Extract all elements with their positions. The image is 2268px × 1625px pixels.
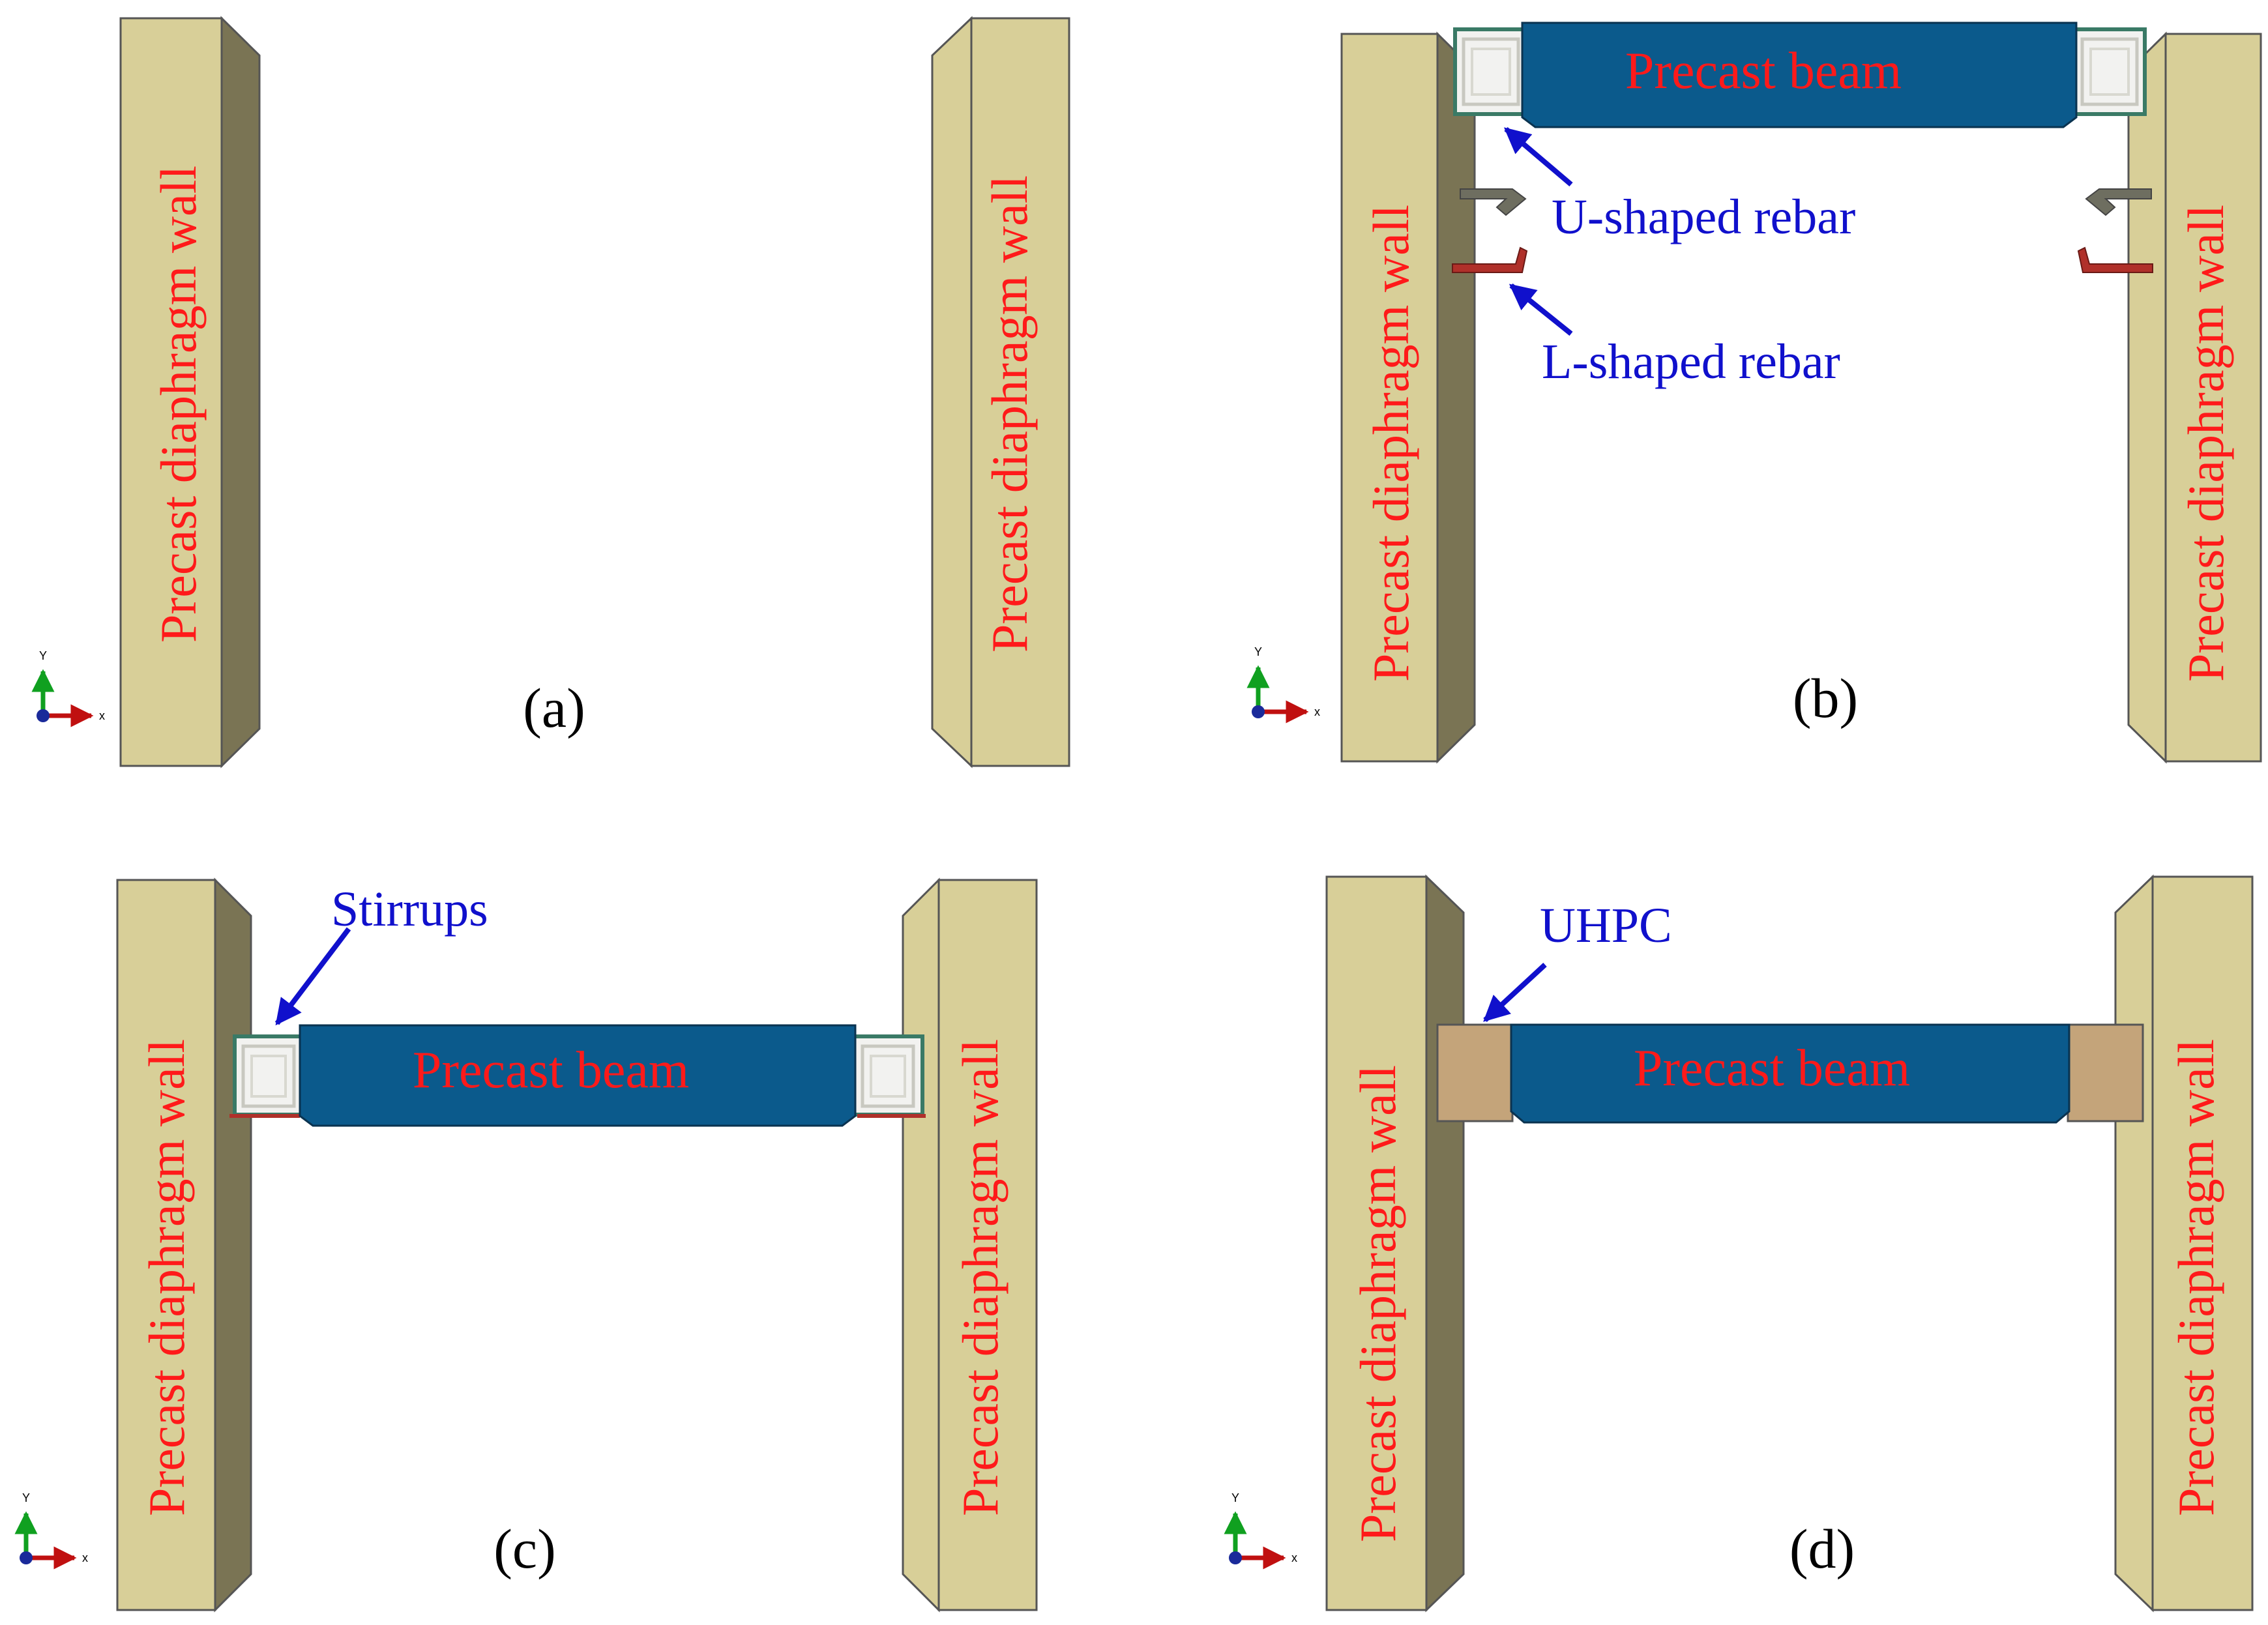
callout-stirrups-text: Stirrups xyxy=(331,882,488,937)
uhpc-joint-left xyxy=(1436,1023,1514,1122)
beam-label: Precast beam xyxy=(1625,42,1902,100)
axis-x-label: x xyxy=(1291,1551,1297,1564)
wall-label: Precast diaphragm wall xyxy=(138,1039,195,1516)
callout-stirrups: Stirrups xyxy=(274,882,488,1026)
diaphragm-wall-left: Precast diaphragm wall xyxy=(116,877,252,1613)
panel-c: Precast diaphragm wall Precast diaphragm… xyxy=(14,877,1038,1613)
callout-u-rebar-text: U-shaped rebar xyxy=(1552,190,1855,244)
stirrup-cage-left xyxy=(1453,27,1529,116)
callout-uhpc-text: UHPC xyxy=(1540,898,1672,953)
axis-triad: Y x xyxy=(1224,1491,1297,1570)
diaphragm-wall-left: Precast diaphragm wall xyxy=(1325,874,1465,1613)
wall-label: Precast diaphragm wall xyxy=(952,1039,1009,1516)
panel-a: Precast diaphragm wall Precast diaphragm… xyxy=(31,16,1070,769)
wall-label: Precast diaphragm wall xyxy=(981,175,1038,652)
l-shaped-rebar-left xyxy=(1452,246,1528,273)
beam-label: Precast beam xyxy=(413,1042,689,1099)
wall-label: Precast diaphragm wall xyxy=(2177,205,2234,682)
wall-label: Precast diaphragm wall xyxy=(150,166,207,643)
axis-y-label: Y xyxy=(39,649,47,662)
panel-b: Precast diaphragm wall Precast diaphragm… xyxy=(1246,22,2262,764)
wall-label: Precast diaphragm wall xyxy=(2168,1039,2224,1516)
axis-y-label: Y xyxy=(1254,645,1262,658)
wall-label: Precast diaphragm wall xyxy=(1349,1065,1406,1542)
axis-y-label: Y xyxy=(1231,1491,1239,1504)
panel-d: Precast diaphragm wall Precast diaphragm… xyxy=(1224,874,2254,1613)
beam-label: Precast beam xyxy=(1634,1040,1910,1097)
diaphragm-wall-right: Precast diaphragm wall xyxy=(2127,31,2262,764)
u-shaped-rebar-right xyxy=(2085,188,2152,216)
precast-beam: Precast beam xyxy=(299,1024,857,1127)
stirrup-cage-right xyxy=(2071,27,2147,116)
callout-uhpc: UHPC xyxy=(1483,898,1672,1022)
callout-l-rebar: L-shaped rebar xyxy=(1509,283,1840,389)
precast-beam: Precast beam xyxy=(1521,22,2078,128)
axis-x-label: x xyxy=(99,709,105,722)
panel-label: (c) xyxy=(493,1517,555,1580)
axis-triad: Y x xyxy=(14,1491,88,1570)
axis-x-label: x xyxy=(1314,705,1320,718)
precast-beam: Precast beam xyxy=(1510,1023,2070,1124)
diaphragm-wall-right: Precast diaphragm wall xyxy=(931,16,1070,769)
axis-triad: Y x xyxy=(1246,645,1320,724)
panel-label: (d) xyxy=(1789,1517,1855,1580)
stirrup-cage-left xyxy=(229,1034,305,1118)
panel-label: (a) xyxy=(523,677,585,739)
panel-label: (b) xyxy=(1793,667,1858,729)
stirrup-cage-right xyxy=(852,1034,926,1118)
wall-label: Precast diaphragm wall xyxy=(1362,205,1419,682)
diaphragm-wall-right: Precast diaphragm wall xyxy=(902,877,1038,1613)
axis-y-label: Y xyxy=(22,1491,30,1504)
axis-triad: Y x xyxy=(31,649,105,727)
callout-l-rebar-text: L-shaped rebar xyxy=(1542,334,1840,389)
uhpc-joint-right xyxy=(2067,1023,2144,1122)
u-shaped-rebar-left xyxy=(1460,188,1527,216)
l-shaped-rebar-right xyxy=(2077,246,2153,273)
diaphragm-wall-left: Precast diaphragm wall xyxy=(119,16,261,769)
axis-x-label: x xyxy=(82,1551,88,1564)
diaphragm-wall-right: Precast diaphragm wall xyxy=(2114,874,2254,1613)
diaphragm-wall-left: Precast diaphragm wall xyxy=(1340,31,1476,764)
callout-u-rebar: U-shaped rebar xyxy=(1503,126,1855,244)
